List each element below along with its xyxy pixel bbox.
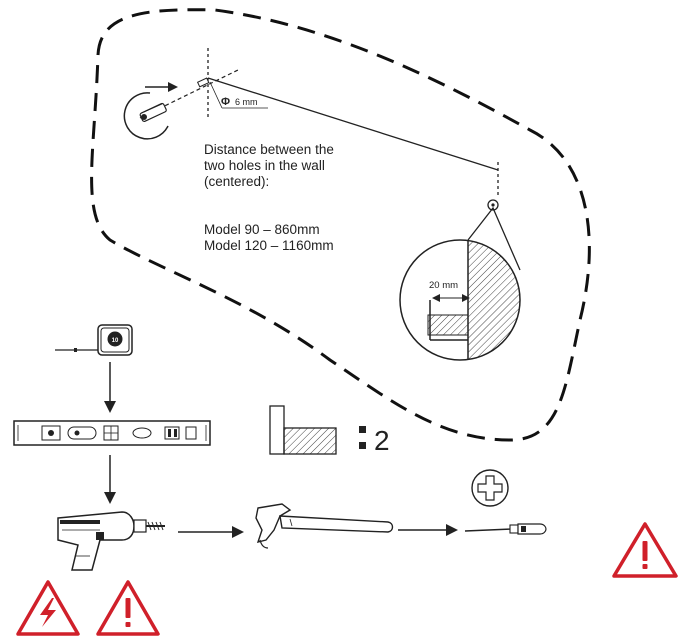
drill-icon: [57, 511, 165, 571]
flow-arrow-hammer-to-screwdriver: [398, 524, 458, 536]
mounting-line: [207, 77, 499, 171]
diameter-leader: [209, 81, 268, 109]
anchor-detail: [123, 92, 169, 140]
hammer-icon: [255, 503, 394, 549]
wall-gap-label: 20 mm: [429, 280, 458, 291]
distance-note-line-3: (centered):: [204, 174, 270, 189]
model-120-distance: Model 120 – 1160mm: [204, 238, 334, 253]
bracket-icon: [269, 405, 337, 455]
model-90-distance: Model 90 – 860mm: [204, 222, 320, 237]
screwdriver-icon: [464, 523, 547, 535]
dashed-outline: [90, 8, 591, 442]
diameter-symbol: Φ: [221, 96, 230, 108]
flow-arrow-tape-to-level: [104, 362, 116, 413]
distance-note-line-2: two holes in the wall: [204, 158, 325, 173]
tape-measure-icon: 10: [55, 324, 133, 356]
general-warning-icon: [96, 580, 160, 636]
flow-arrow-drill-to-hammer: [178, 526, 244, 538]
side-warning-icon: [612, 522, 678, 578]
quantity-colon: [359, 426, 366, 449]
electric-warning-icon: [16, 580, 80, 636]
phillips-head-icon: [471, 469, 509, 507]
diameter-value: 6 mm: [235, 97, 258, 107]
tape-measure-number: 10: [112, 338, 119, 344]
flow-arrow-level-to-drill: [104, 455, 116, 504]
hole-arrow: [145, 82, 178, 92]
distance-note-line-1: Distance between the: [204, 142, 334, 157]
distance-note: Distance between the two holes in the wa…: [204, 142, 334, 190]
spirit-level-icon: [13, 420, 211, 446]
wall-zoom-detail: [399, 206, 521, 361]
bracket-quantity: 2: [374, 425, 390, 456]
wall-anchor-icon: [196, 77, 210, 88]
screw-head-icon: [487, 199, 499, 211]
model-distances: Model 90 – 860mm Model 120 – 1160mm: [204, 222, 334, 254]
